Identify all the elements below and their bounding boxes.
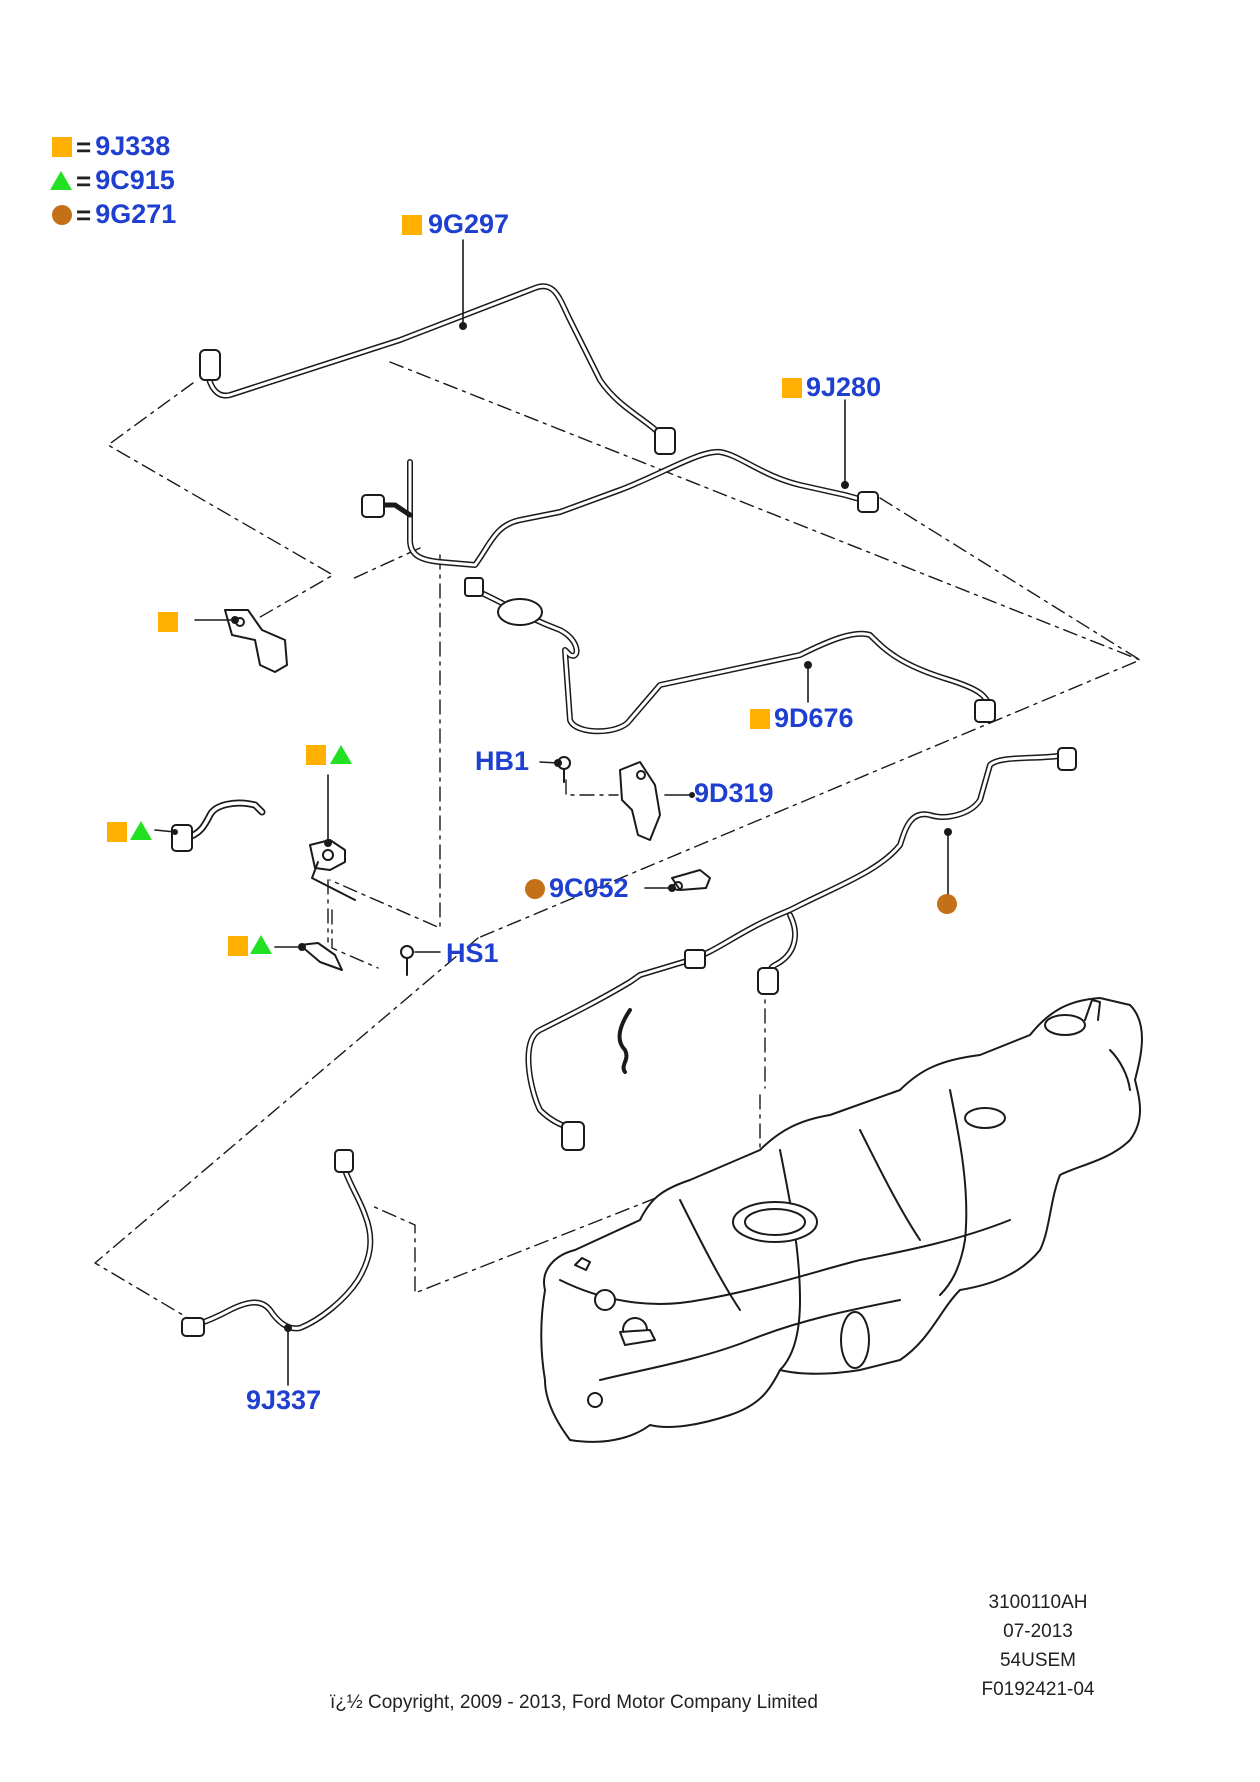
legend-equals: = — [76, 131, 92, 162]
square-marker-icon — [750, 709, 770, 729]
leader-lines — [154, 239, 949, 1386]
fuel-line-9j280 — [361, 448, 879, 568]
callout-hs1: HS1 — [446, 938, 499, 968]
reference-block: 3100110AH 07-2013 54USEM F0192421-04 — [948, 1588, 1128, 1704]
callout-hb1: HB1 — [475, 746, 530, 776]
legend-equals: = — [76, 165, 92, 196]
triangle-marker-icon — [330, 745, 352, 764]
square-marker-icon — [402, 215, 422, 235]
callout-9g297: 9G297 — [428, 209, 510, 239]
square-marker-icon — [107, 822, 127, 842]
legend-row-circle: = 9G271 — [52, 201, 176, 228]
leader-dots — [172, 322, 952, 1332]
clip-9c052 — [671, 869, 711, 891]
circle-marker-icon — [525, 879, 545, 899]
callout-9d319: 9D319 — [694, 778, 774, 808]
legend-code: 9J338 — [95, 131, 171, 161]
square-marker-icon — [782, 378, 802, 398]
fuel-tank — [540, 997, 1143, 1443]
square-marker-icon — [228, 936, 248, 956]
reference-figure: F0192421-04 — [981, 1679, 1095, 1700]
triangle-marker-icon — [250, 935, 272, 954]
square-marker-icon — [158, 612, 178, 632]
square-marker-icon — [306, 745, 326, 765]
square-symbol-icon — [52, 136, 72, 157]
copyright-text: ï¿½ Copyright, 2009 - 2013, Ford Motor C… — [330, 1692, 818, 1713]
valve-assembly — [309, 839, 356, 901]
legend-code: 9C915 — [95, 165, 175, 195]
assembly-boundary-lines — [94, 361, 1141, 1319]
legend-code: 9G271 — [95, 199, 177, 229]
fuel-line-9g271 — [525, 747, 1077, 1151]
callout-9j280: 9J280 — [806, 372, 882, 402]
callout-9d676: 9D676 — [774, 703, 854, 733]
circle-symbol-icon — [52, 204, 72, 225]
hose-9c915 — [171, 799, 266, 852]
triangle-symbol-icon — [50, 171, 72, 190]
fuel-line-9g297 — [199, 283, 676, 455]
reference-date: 07-2013 — [1003, 1621, 1073, 1642]
callout-9c052: 9C052 — [549, 873, 629, 903]
reference-model: 54USEM — [999, 1650, 1077, 1671]
legend-row-triangle: = 9C915 — [50, 167, 175, 194]
triangle-marker-icon — [130, 821, 152, 840]
legend-equals: = — [76, 199, 92, 230]
circle-marker-icon — [937, 894, 957, 914]
bolt-hs1 — [400, 945, 414, 976]
bracket-clip — [299, 942, 343, 971]
fuel-line-9j337 — [181, 1149, 374, 1337]
reference-code: 3100110AH — [988, 1592, 1088, 1613]
legend-row-square: = 9J338 — [52, 133, 170, 160]
bracket-9j338 — [224, 609, 288, 673]
callout-9j337: 9J337 — [246, 1385, 322, 1415]
bracket-9d319 — [619, 761, 661, 841]
fuel-line-9d676 — [464, 577, 996, 735]
